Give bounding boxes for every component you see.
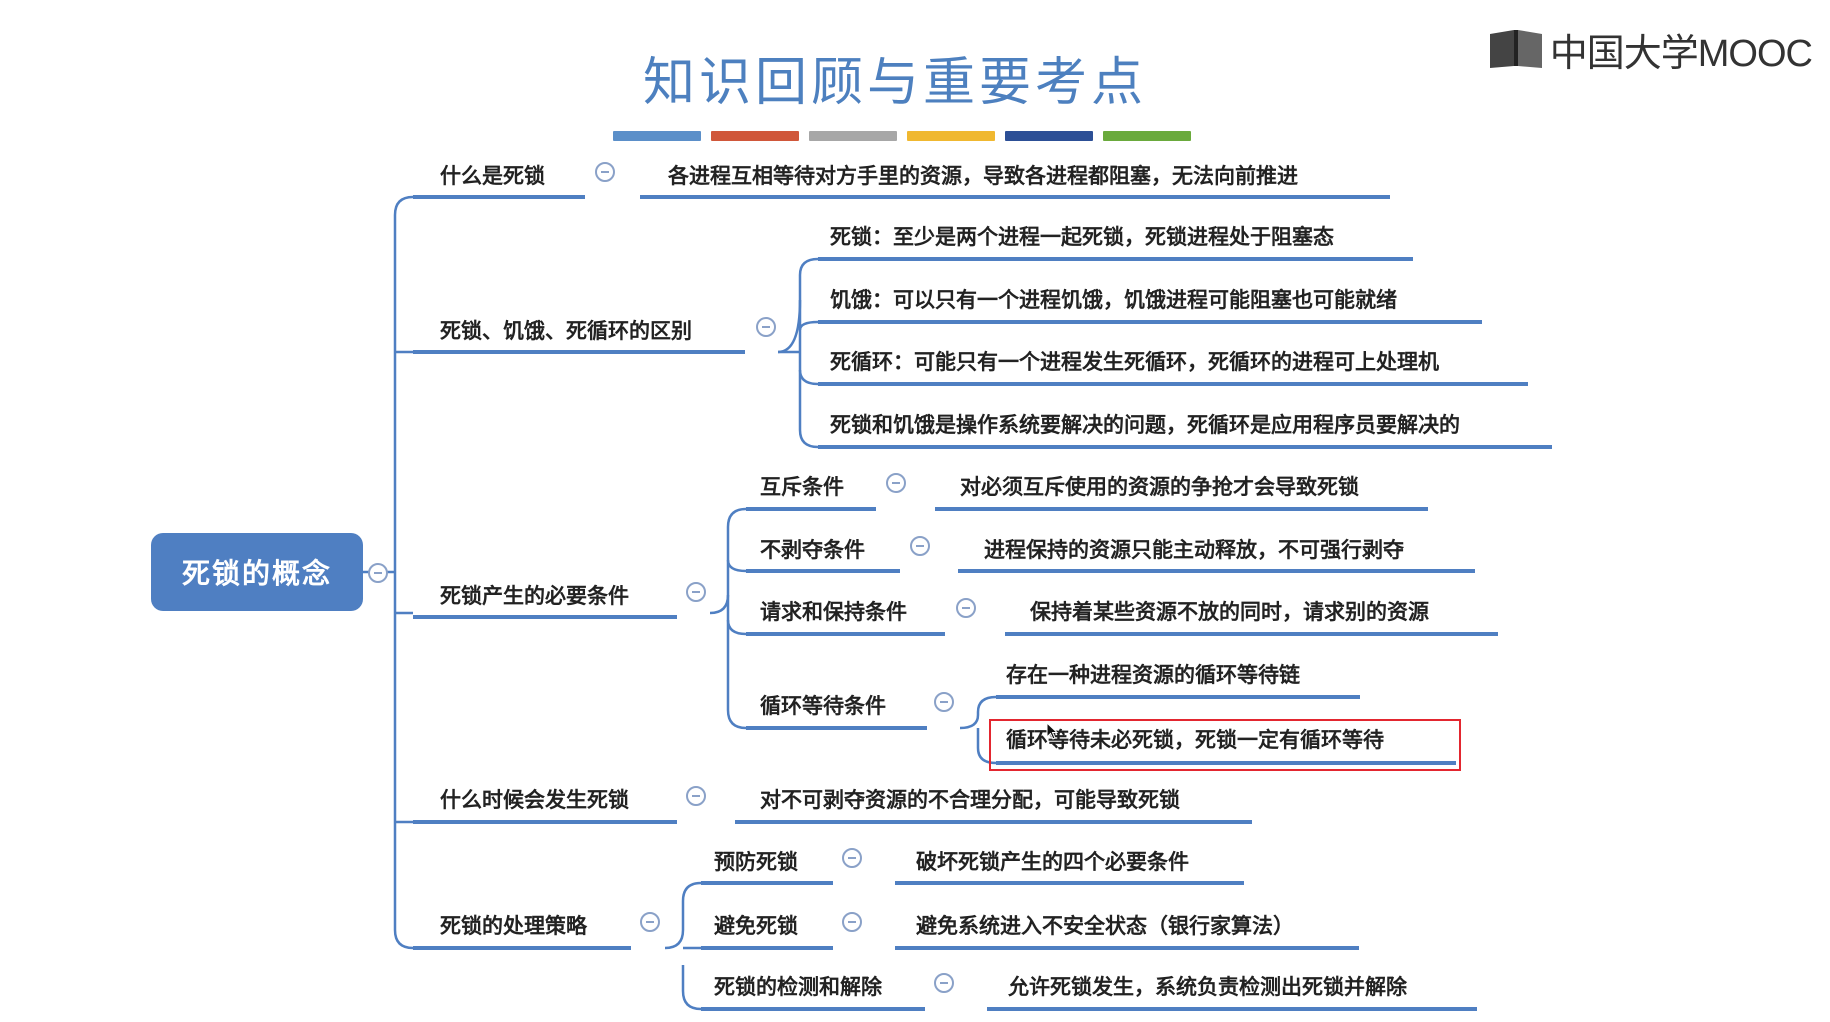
condition-detail[interactable]: 存在一种进程资源的循环等待链 (1006, 663, 1300, 687)
strategy-label[interactable]: 避免死锁 (714, 914, 798, 938)
condition-detail[interactable]: 对必须互斥使用的资源的争抢才会导致死锁 (960, 475, 1359, 499)
collapse-toggle-icon[interactable] (956, 598, 976, 618)
branch-detail[interactable]: 死循环：可能只有一个进程发生死循环，死循环的进程可上处理机 (830, 350, 1439, 374)
collapse-toggle-icon[interactable] (686, 582, 706, 602)
collapse-toggle-icon[interactable] (640, 912, 660, 932)
accent-bar-5 (1005, 131, 1093, 141)
condition-label[interactable]: 循环等待条件 (760, 694, 886, 718)
collapse-toggle-icon[interactable] (842, 912, 862, 932)
condition-label[interactable]: 互斥条件 (760, 475, 844, 499)
branch-label[interactable]: 死锁、饥饿、死循环的区别 (440, 319, 692, 343)
condition-detail-highlighted[interactable]: 循环等待未必死锁，死锁一定有循环等待 (1006, 728, 1384, 752)
collapse-toggle-icon[interactable] (368, 563, 388, 583)
mouse-cursor-icon (1046, 722, 1059, 740)
collapse-toggle-icon[interactable] (756, 317, 776, 337)
logo-text: 中国大学MOOC (1549, 32, 1813, 75)
condition-detail[interactable]: 保持着某些资源不放的同时，请求别的资源 (1030, 600, 1429, 624)
collapse-toggle-icon[interactable] (842, 848, 862, 868)
branch-label[interactable]: 什么是死锁 (440, 164, 545, 188)
branch-label[interactable]: 死锁产生的必要条件 (440, 584, 629, 608)
accent-bar-1 (613, 131, 701, 141)
branch-detail[interactable]: 饥饿：可以只有一个进程饥饿，饥饿进程可能阻塞也可能就绪 (830, 288, 1397, 312)
strategy-label[interactable]: 预防死锁 (714, 850, 798, 874)
collapse-toggle-icon[interactable] (595, 162, 615, 182)
mooc-logo: 中国大学MOOC (1488, 26, 1813, 75)
condition-label[interactable]: 不剥夺条件 (760, 538, 865, 562)
collapse-toggle-icon[interactable] (686, 786, 706, 806)
collapse-toggle-icon[interactable] (934, 692, 954, 712)
strategy-detail[interactable]: 允许死锁发生，系统负责检测出死锁并解除 (1008, 975, 1407, 999)
collapse-toggle-icon[interactable] (886, 473, 906, 493)
strategy-detail[interactable]: 破坏死锁产生的四个必要条件 (916, 850, 1189, 874)
condition-label[interactable]: 请求和保持条件 (760, 600, 907, 624)
accent-bar-4 (907, 131, 995, 141)
collapse-toggle-icon[interactable] (910, 536, 930, 556)
branch-label[interactable]: 死锁的处理策略 (440, 914, 587, 938)
condition-detail[interactable]: 进程保持的资源只能主动释放，不可强行剥夺 (984, 538, 1404, 562)
branch-detail[interactable]: 死锁：至少是两个进程一起死锁，死锁进程处于阻塞态 (830, 225, 1334, 249)
strategy-label[interactable]: 死锁的检测和解除 (714, 975, 882, 999)
slide-title: 知识回顾与重要考点 (642, 53, 1147, 113)
accent-bar-3 (809, 131, 897, 141)
accent-bar-2 (711, 131, 799, 141)
open-book-icon (1489, 30, 1542, 68)
collapse-toggle-icon[interactable] (934, 973, 954, 993)
branch-label[interactable]: 什么时候会发生死锁 (440, 788, 629, 812)
branch-detail[interactable]: 各进程互相等待对方手里的资源，导致各进程都阻塞，无法向前推进 (668, 164, 1298, 188)
highlight-box (989, 719, 1461, 771)
accent-bar-6 (1103, 131, 1191, 141)
branch-detail[interactable]: 对不可剥夺资源的不合理分配，可能导致死锁 (760, 788, 1180, 812)
mindmap-root-node[interactable]: 死锁的概念 (151, 533, 363, 611)
branch-detail[interactable]: 死锁和饥饿是操作系统要解决的问题，死循环是应用程序员要解决的 (830, 413, 1460, 437)
strategy-detail[interactable]: 避免系统进入不安全状态（银行家算法） (916, 914, 1294, 938)
